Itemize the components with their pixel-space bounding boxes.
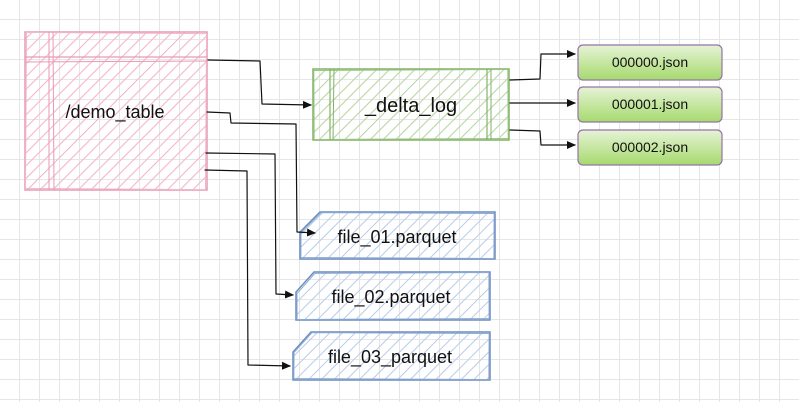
json-file-label: 000000.json (612, 54, 688, 70)
connector-arrow (204, 169, 291, 370)
connector-arrow (509, 129, 576, 149)
connector-arrow (207, 59, 312, 109)
parquet-file-label: file_02.parquet (331, 287, 450, 308)
parquet-file-node: file_01.parquet (299, 211, 496, 260)
json-file-node: 000002.json (577, 129, 723, 166)
connector-arrow (509, 50, 576, 81)
connector-arrow (205, 152, 294, 299)
connector-arrow (206, 111, 316, 237)
parquet-file-label: file_01.parquet (337, 227, 456, 248)
json-file-node: 000001.json (577, 86, 723, 123)
delta-log-node: _delta_log (312, 68, 510, 141)
delta-log-label: _delta_log (364, 95, 457, 117)
json-file-node: 000000.json (577, 44, 723, 81)
json-file-label: 000002.json (612, 139, 688, 155)
json-file-label: 000001.json (612, 96, 688, 112)
parquet-file-label: file_03_parquet (328, 347, 452, 368)
demo-table-node: /demo_table (24, 31, 208, 191)
parquet-file-node: file_03_parquet (292, 331, 491, 381)
demo-table-label: /demo_table (65, 102, 164, 123)
parquet-file-node: file_02.parquet (295, 271, 491, 321)
